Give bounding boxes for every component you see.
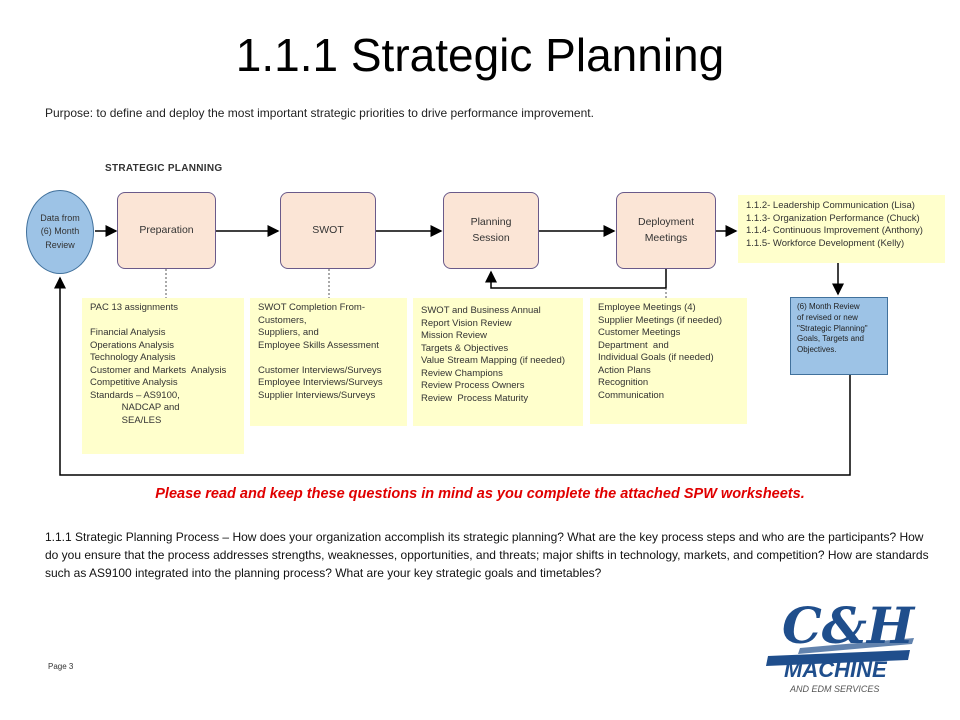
data-review-node: Data from (6) Month Review <box>26 190 94 274</box>
step-swot: SWOT <box>280 192 376 269</box>
company-logo: C&H MACHINE AND EDM SERVICES <box>766 596 916 694</box>
step-label: Preparation <box>139 223 194 236</box>
step-label: Planning Session <box>470 215 512 244</box>
step-deployment-meetings: Deployment Meetings <box>616 192 716 269</box>
deployment-note: Employee Meetings (4) Supplier Meetings … <box>590 298 747 424</box>
planning-note: SWOT and Business Annual Report Vision R… <box>413 298 583 426</box>
logo-swoosh <box>766 638 914 666</box>
step-label: Deployment Meetings <box>637 215 695 244</box>
instruction-text: Please read and keep these questions in … <box>155 486 805 502</box>
swot-note: SWOT Completion From- Customers, Supplie… <box>250 298 407 426</box>
review-note: (6) Month Review of revised or new "Stra… <box>790 297 888 375</box>
logo-sub: MACHINE <box>784 657 888 682</box>
step-planning-session: Planning Session <box>443 192 539 269</box>
outputs-note: 1.1.2- Leadership Communication (Lisa) 1… <box>738 195 945 263</box>
step-preparation: Preparation <box>117 192 216 269</box>
step-label: SWOT <box>312 223 344 236</box>
question-paragraph: 1.1.1 Strategic Planning Process – How d… <box>45 530 929 580</box>
return-loop <box>54 276 851 476</box>
page-title: 1.1.1 Strategic Planning <box>235 29 725 81</box>
section-label: STRATEGIC PLANNING <box>105 163 223 174</box>
page-number: Page 3 <box>48 662 74 671</box>
logo-tagline: AND EDM SERVICES <box>789 684 879 694</box>
feedback-loop <box>485 269 667 289</box>
purpose-text: Purpose: to define and deploy the most i… <box>45 106 594 120</box>
data-review-label: Data from (6) Month Review <box>40 213 80 250</box>
logo-main: C&H <box>782 596 916 655</box>
preparation-note: PAC 13 assignments Financial Analysis Op… <box>82 298 244 454</box>
